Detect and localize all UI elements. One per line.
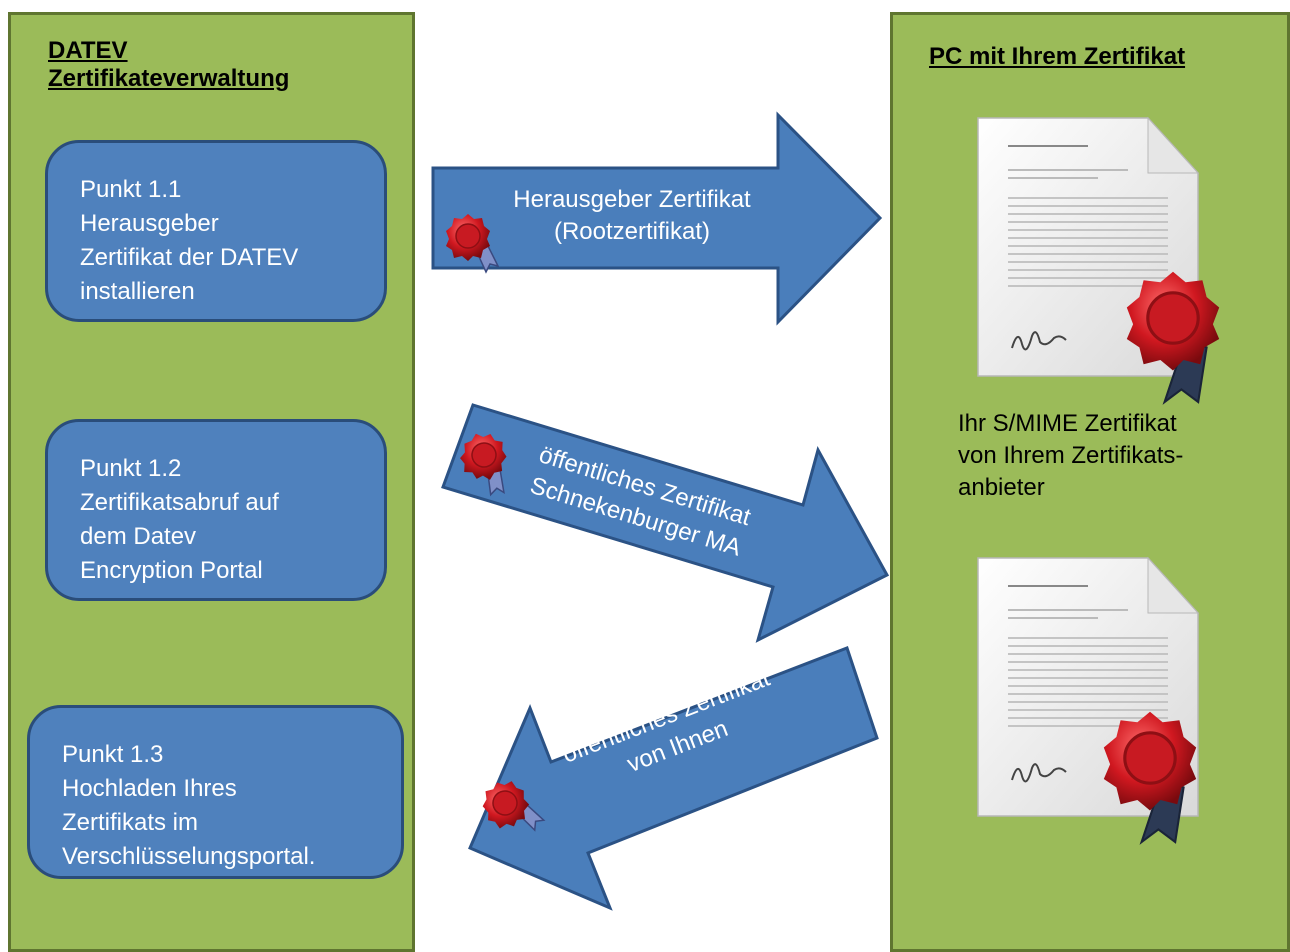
arrow-herausgeber-label: Herausgeber Zertifikat (Rootzertifikat): [472, 184, 792, 248]
wax-seal-icon: [1125, 270, 1221, 405]
arrow-herausgeber: [431, 111, 883, 326]
step-line: Encryption Portal: [80, 557, 263, 584]
step-line: Hochladen Ihres: [62, 775, 237, 802]
step-line: Zertifikat der DATEV: [80, 244, 299, 271]
title-line-1: DATEV: [48, 37, 128, 64]
caption-line: von Ihrem Zertifikats-: [958, 442, 1184, 469]
step-line: Zertifikatsabruf auf: [80, 489, 279, 516]
step-line: dem Datev: [80, 523, 197, 550]
arrow-label-line: Herausgeber Zertifikat: [513, 186, 751, 213]
caption-line: anbieter: [958, 474, 1045, 501]
certificate-caption: Ihr S/MIME Zertifikat von Ihrem Zertifik…: [958, 408, 1183, 504]
caption-line: Ihr S/MIME Zertifikat: [958, 410, 1177, 437]
arrow-oeffentliches-zertifikat-ma: [441, 403, 890, 643]
step-line: Verschlüsselungsportal.: [62, 843, 316, 870]
wax-seal-icon: [1102, 710, 1198, 845]
wax-seal-icon: [445, 213, 500, 274]
certificate-document-icon: [977, 116, 1221, 405]
step-1-1-box: Punkt 1.1 Herausgeber Zertifikat der DAT…: [45, 140, 387, 322]
datev-panel: DATEV Zertifikateverwaltung Punkt 1.1 He…: [8, 12, 415, 952]
step-line: installieren: [80, 278, 195, 305]
step-line: Zertifikats im: [62, 809, 199, 836]
step-line: Punkt 1.1: [80, 176, 182, 203]
step-1-3-box: Punkt 1.3 Hochladen Ihres Zertifikats im…: [27, 705, 404, 879]
title-line-2: Zertifikateverwaltung: [48, 65, 290, 92]
step-line: Punkt 1.3: [62, 741, 164, 768]
step-line: Herausgeber: [80, 210, 219, 237]
certificate-document-icon: [977, 556, 1200, 845]
step-1-2-box: Punkt 1.2 Zertifikatsabruf auf dem Datev…: [45, 419, 387, 601]
arrow-oeffentliches-zertifikat-ihnen: [468, 646, 879, 911]
wax-seal-icon: [475, 773, 546, 835]
pc-panel-title: PC mit Ihrem Zertifikat: [929, 43, 1186, 70]
datev-panel-title: DATEV Zertifikateverwaltung: [48, 37, 289, 93]
wax-seal-icon: [454, 426, 513, 497]
step-line: Punkt 1.2: [80, 455, 182, 482]
arrow-label-line: (Rootzertifikat): [553, 218, 711, 245]
